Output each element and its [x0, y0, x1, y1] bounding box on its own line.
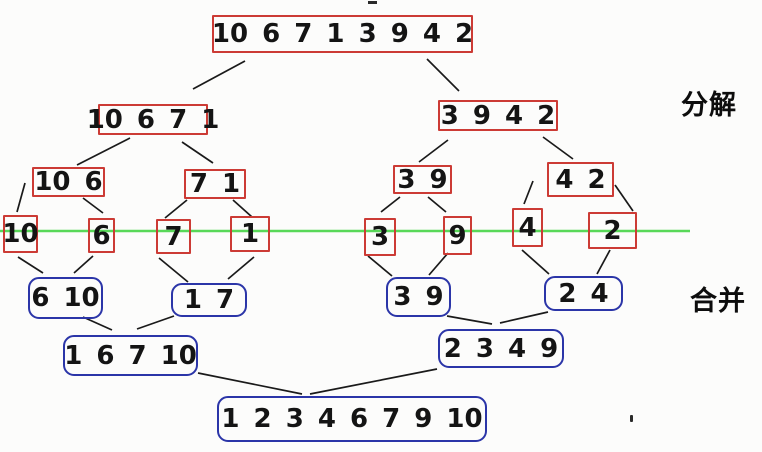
merge-pair-6-10-node: 6 10 [28, 277, 103, 319]
decompose-left-half-node: 10 6 7 1 [86, 104, 220, 135]
decompose-pair-4-2-node: 4 2 [547, 162, 614, 197]
decompose-pair-7-1-node: 7 1 [184, 169, 246, 199]
decompose-pair-10-6-node: 10 6 [32, 167, 105, 197]
single-3-node: 3 [364, 218, 396, 256]
stray-mark-top [368, 1, 377, 4]
single-6-node: 6 [88, 218, 115, 253]
single-9-node: 9 [443, 216, 472, 255]
merge-phase-label: 合并 [690, 286, 746, 317]
single-2-node: 2 [588, 212, 637, 249]
decompose-pair-3-9-node: 3 9 [393, 165, 452, 194]
merge-pair-1-7-node: 1 7 [171, 283, 247, 317]
merge-quad-1-6-7-10-node: 1 6 7 10 [63, 335, 198, 376]
single-10-node: 10 [2, 215, 39, 253]
sorted-result-node: 1 2 3 4 6 7 9 10 [217, 396, 487, 442]
merge-pair-2-4-node: 2 4 [544, 276, 623, 311]
single-7-node: 7 [156, 219, 191, 254]
merge-pair-3-9-node: 3 9 [386, 277, 451, 317]
decompose-root-node: 10 6 7 1 3 9 4 2 [212, 15, 473, 53]
decompose-phase-label: 分解 [681, 90, 737, 121]
single-1-node: 1 [230, 216, 270, 252]
merge-connectors [17, 249, 611, 395]
single-4-node: 4 [512, 208, 543, 247]
stray-mark-bottom-right [630, 415, 633, 422]
merge-quad-2-3-4-9-node: 2 3 4 9 [438, 329, 564, 368]
decompose-right-half-node: 3 9 4 2 [438, 100, 558, 131]
decompose-connectors [16, 58, 634, 219]
